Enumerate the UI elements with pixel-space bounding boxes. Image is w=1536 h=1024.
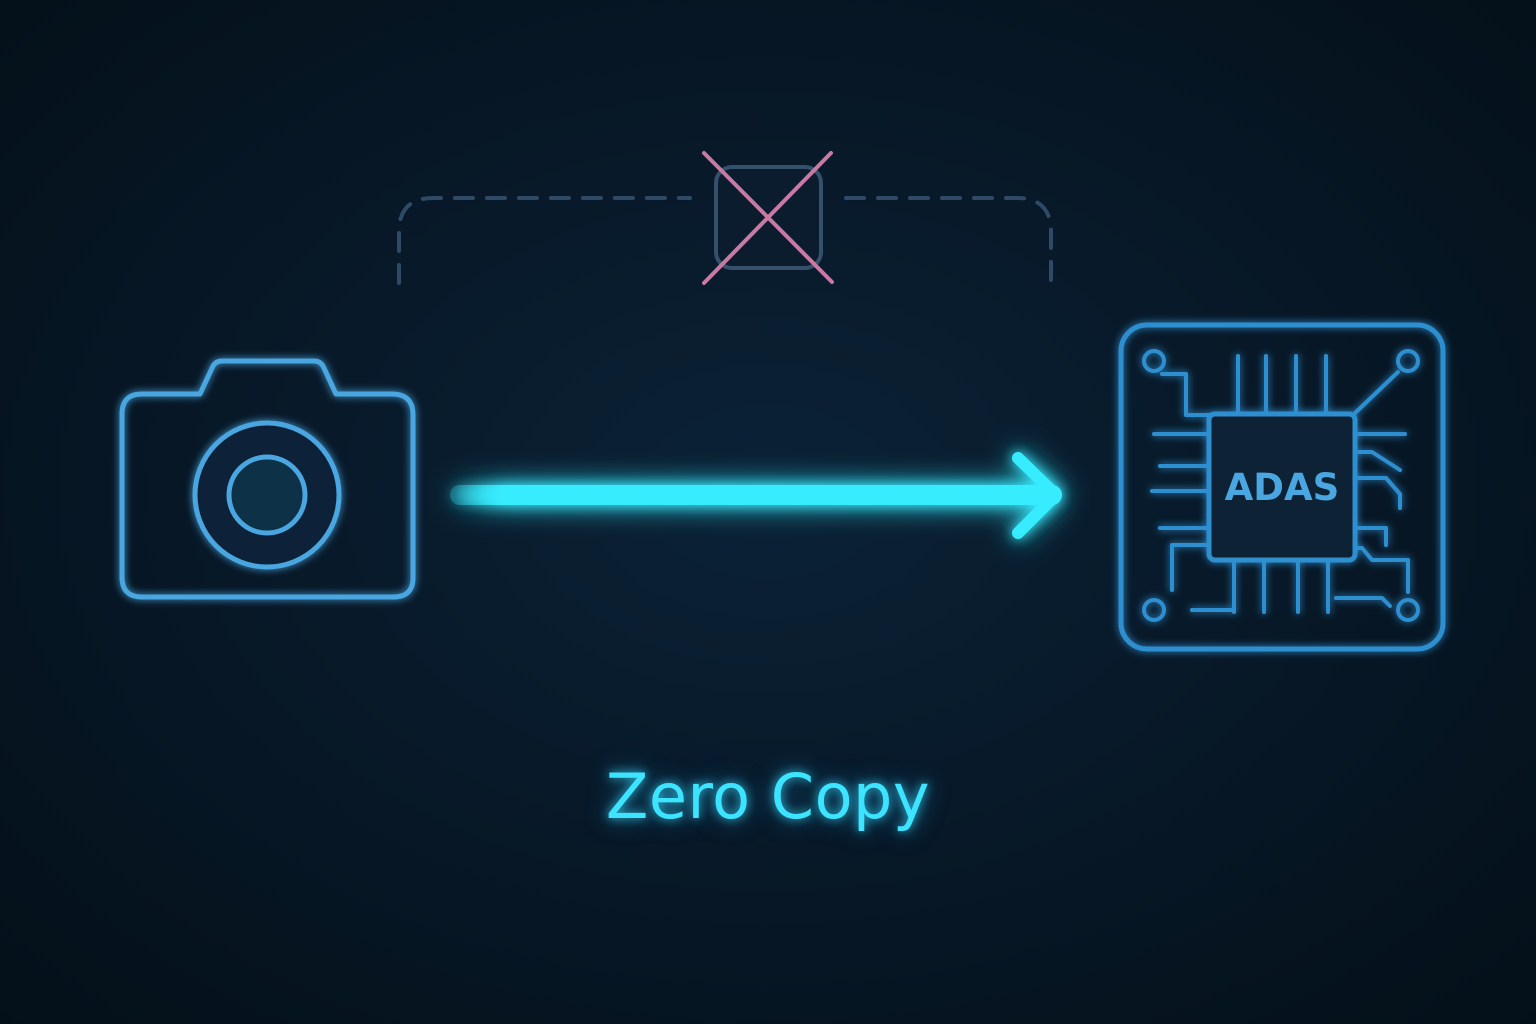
circuit-traces <box>1150 354 1410 614</box>
zero-copy-arrow <box>450 452 1062 539</box>
chip-label: ADAS <box>1225 466 1340 509</box>
circuit-board-frame <box>1118 322 1446 652</box>
chip-core <box>1206 411 1358 563</box>
mounting-holes <box>1142 349 1420 622</box>
camera-icon <box>119 358 416 600</box>
copy-path-dashed <box>397 196 1053 289</box>
cross-icon <box>702 151 834 285</box>
blocked-copy-buffer-icon <box>702 151 834 285</box>
adas-chip-icon <box>1118 322 1446 652</box>
diagram-caption: Zero Copy <box>605 760 931 833</box>
